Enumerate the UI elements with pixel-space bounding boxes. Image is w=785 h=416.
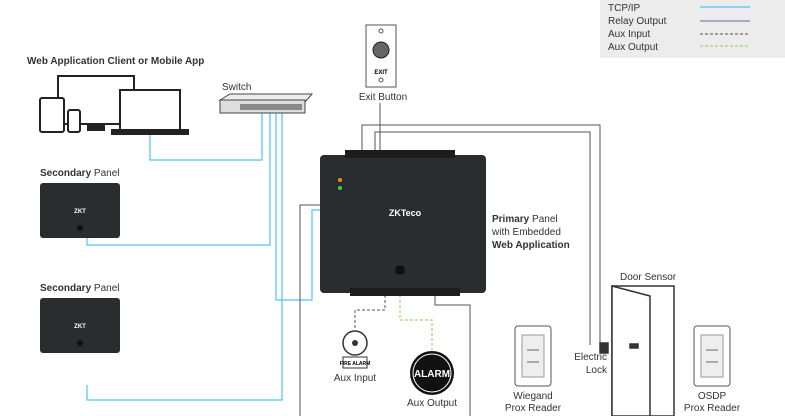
wiegand-line2: Prox Reader [505,403,562,414]
aux-output-label: Aux Output [407,398,457,409]
secondary-panel-label-2: Secondary Panel [40,283,120,294]
exit-button-device: EXIT [365,24,397,88]
secondary-panel-1: ZKT [40,183,120,238]
legend-tcpip: TCP/IP [608,3,641,14]
alarm-siren-icon: ALARM [410,351,454,395]
tcpip-wires [86,112,322,401]
legend-relay: Relay Output [608,16,667,27]
fire-alarm-icon: FIRE ALARM [340,330,371,369]
primary-panel-web-app: Web Application [492,240,570,251]
svg-text:ZKT: ZKT [74,209,86,215]
wiegand-reader-icon [514,325,552,387]
client-devices-icon [39,75,189,135]
door-sensor-label: Door Sensor [620,272,677,283]
exit-button-label: Exit Button [359,92,407,103]
relay-wires [299,103,601,416]
legend: TCP/IP Relay Output Aux Input Aux Output [600,0,785,58]
exit-face-label: EXIT [374,70,388,76]
switch-label: Switch [222,82,251,93]
door-icon [599,285,675,416]
electric-lock-line1: Electric [574,352,607,363]
aux-input-label: Aux Input [334,373,376,384]
primary-panel-sub: with Embedded [491,227,561,238]
primary-panel: ZKTeco [320,150,486,296]
aux-output-wire [399,290,433,350]
electric-lock-line2: Lock [586,365,608,376]
svg-text:ZKT: ZKT [74,324,86,330]
wiegand-line1: Wiegand [513,391,552,402]
aux-input-wire [354,290,386,330]
osdp-line1: OSDP [698,391,727,402]
osdp-reader-icon [693,325,731,387]
zkteco-logo: ZKTeco [389,208,422,218]
osdp-line2: Prox Reader [684,403,741,414]
primary-panel-label: Primary Panel [492,214,558,225]
fire-alarm-text: FIRE ALARM [340,361,371,367]
legend-aux-output: Aux Output [608,42,658,53]
clients-title: Web Application Client or Mobile App [27,56,204,67]
switch-icon [218,93,314,114]
secondary-panel-2: ZKT [40,298,120,353]
legend-aux-input: Aux Input [608,29,650,40]
secondary-panel-label-1: Secondary Panel [40,168,120,179]
alarm-text: ALARM [414,369,450,380]
